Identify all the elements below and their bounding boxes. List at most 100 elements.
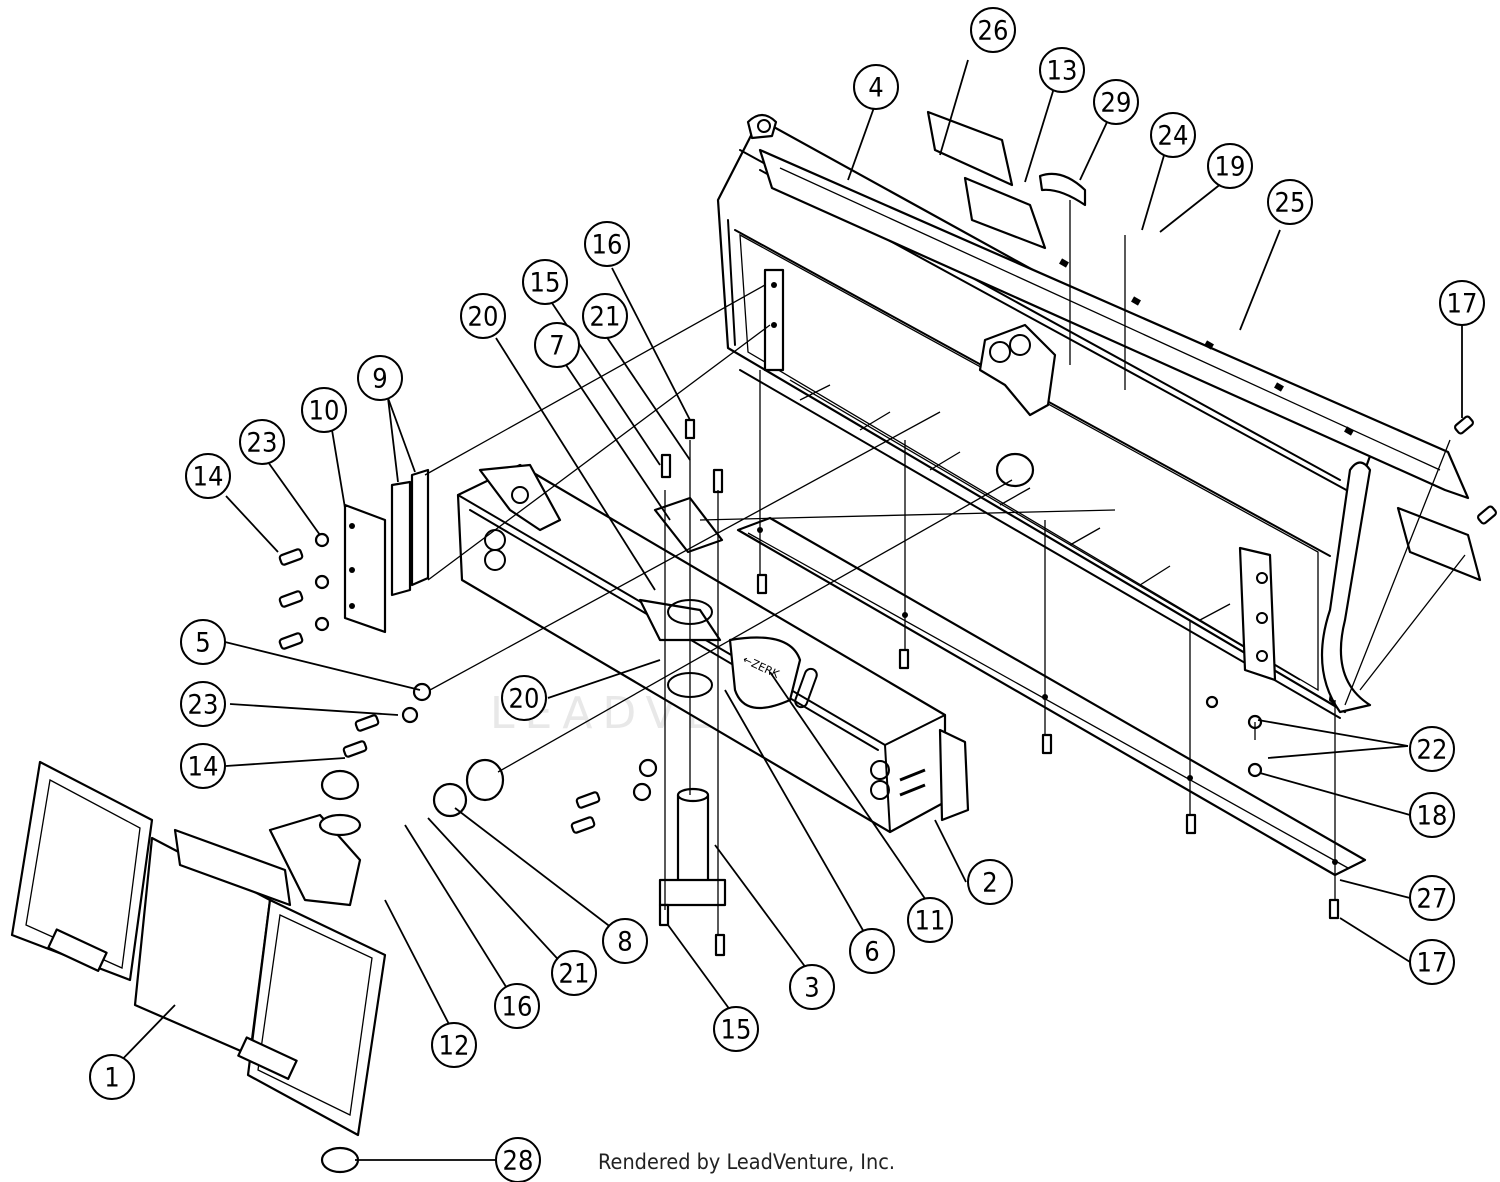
callout-bubble xyxy=(713,1006,759,1052)
callout-number: 7 xyxy=(549,331,564,362)
callout-bubble xyxy=(494,983,540,1029)
quick-attach-1 xyxy=(10,760,387,1174)
callout-bubble xyxy=(1039,47,1085,93)
callout-number: 21 xyxy=(559,959,590,990)
callout-14: 14 xyxy=(185,453,231,499)
callout-bubble xyxy=(495,1137,541,1182)
callout-number: 20 xyxy=(468,302,499,333)
callout-number: 5 xyxy=(195,628,210,659)
callout-number: 15 xyxy=(530,268,561,299)
callout-number: 21 xyxy=(590,302,621,333)
part-29 xyxy=(1038,172,1087,207)
callout-number: 17 xyxy=(1417,948,1448,979)
callout-number: 13 xyxy=(1047,56,1078,87)
callout-number: 16 xyxy=(502,992,533,1023)
callout-bubble xyxy=(602,918,648,964)
callout-24: 24 xyxy=(1150,112,1196,158)
callout-bubble xyxy=(970,7,1016,53)
callout-number: 9 xyxy=(372,364,387,395)
callout-20: 20 xyxy=(460,293,506,339)
callout-number: 18 xyxy=(1417,801,1448,832)
callout-number: 10 xyxy=(309,396,340,427)
callout-6: 6 xyxy=(849,928,895,974)
callout-15: 15 xyxy=(713,1006,759,1052)
bushing-6 xyxy=(995,452,1035,488)
callout-number: 24 xyxy=(1158,121,1189,152)
callout-7: 7 xyxy=(534,322,580,368)
callout-number: 6 xyxy=(864,937,879,968)
callout-bubble xyxy=(1207,143,1253,189)
callout-25: 25 xyxy=(1267,179,1313,225)
callout-number: 15 xyxy=(721,1015,752,1046)
leader-lines xyxy=(111,59,1463,1161)
callout-bubble xyxy=(1267,179,1313,225)
callout-bubble xyxy=(522,259,568,305)
callout-number: 23 xyxy=(188,690,219,721)
callout-number: 17 xyxy=(1447,289,1478,320)
cutting-edge-27 xyxy=(736,516,1367,877)
callout-21: 21 xyxy=(582,293,628,339)
pin-3 xyxy=(658,787,727,907)
callout-number: 14 xyxy=(188,752,219,783)
callout-bubble xyxy=(967,859,1013,905)
callout-3: 3 xyxy=(789,964,835,1010)
callout-number: 27 xyxy=(1417,884,1448,915)
callout-2: 2 xyxy=(967,859,1013,905)
callout-bubble xyxy=(551,950,597,996)
callout-number: 23 xyxy=(247,428,278,459)
callout-number: 11 xyxy=(915,906,946,937)
callout-number: 22 xyxy=(1417,735,1448,766)
callout-number: 8 xyxy=(617,927,632,958)
callout-bubble xyxy=(185,453,231,499)
callout-27: 27 xyxy=(1409,875,1455,921)
callout-bubble xyxy=(301,387,347,433)
callout-18: 18 xyxy=(1409,792,1455,838)
bearing-16 xyxy=(465,758,505,802)
callout-16: 16 xyxy=(584,221,630,267)
callout-13: 13 xyxy=(1039,47,1085,93)
callout-bubble xyxy=(1409,875,1455,921)
callout-number: 3 xyxy=(804,973,819,1004)
callout-8: 8 xyxy=(602,918,648,964)
callout-5: 5 xyxy=(180,619,226,665)
callout-bubble xyxy=(501,675,547,721)
callout-21: 21 xyxy=(551,950,597,996)
fasteners xyxy=(278,415,1497,957)
callout-number: 25 xyxy=(1275,188,1306,219)
blade-assembly xyxy=(716,113,1470,719)
callout-bubble xyxy=(1409,726,1455,772)
callout-17: 17 xyxy=(1439,280,1485,326)
washer-8 xyxy=(432,782,468,818)
callout-19: 19 xyxy=(1207,143,1253,189)
callout-bubble xyxy=(1439,280,1485,326)
callout-bubble xyxy=(1093,79,1139,125)
callout-bubble xyxy=(584,221,630,267)
plate-7 xyxy=(653,496,724,554)
callout-number: 28 xyxy=(503,1146,534,1177)
callout-bubble xyxy=(582,293,628,339)
callout-bubble xyxy=(180,681,226,727)
callout-1: 1 xyxy=(89,1054,135,1100)
callout-number: 26 xyxy=(978,16,1009,47)
callout-23: 23 xyxy=(180,681,226,727)
callout-10: 10 xyxy=(301,387,347,433)
callout-16: 16 xyxy=(494,983,540,1029)
callout-12: 12 xyxy=(431,1022,477,1068)
callout-11: 11 xyxy=(907,897,953,943)
callout-15: 15 xyxy=(522,259,568,305)
credit-text: Rendered by LeadVenture, Inc. xyxy=(598,1150,895,1174)
callout-bubble xyxy=(180,619,226,665)
callout-26: 26 xyxy=(970,7,1016,53)
callout-bubble xyxy=(853,64,899,110)
callout-14: 14 xyxy=(180,743,226,789)
callout-number: 1 xyxy=(104,1063,119,1094)
callouts: 2641329241925171615212079102314523142022… xyxy=(89,7,1485,1182)
callout-number: 2 xyxy=(982,868,997,899)
callout-bubble xyxy=(789,964,835,1010)
callout-22: 22 xyxy=(1409,726,1455,772)
bracket-9-10 xyxy=(343,468,430,634)
callout-bubble xyxy=(534,322,580,368)
callout-number: 20 xyxy=(509,684,540,715)
callout-4: 4 xyxy=(853,64,899,110)
